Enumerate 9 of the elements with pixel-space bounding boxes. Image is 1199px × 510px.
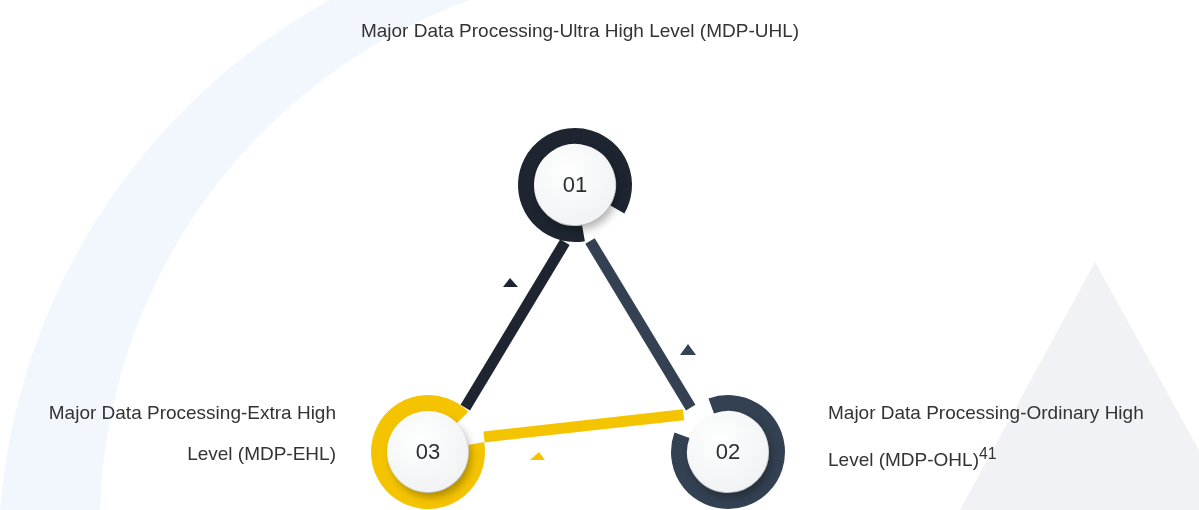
connector-bar <box>460 239 570 411</box>
connector-bar <box>585 238 696 411</box>
step-description: Major Data Processing-Ultra High Level (MDP-UHL) <box>359 19 801 43</box>
step-number: 02 <box>715 439 741 465</box>
step-number: 03 <box>415 439 441 465</box>
step-description: Major Data Processing-Extra High Level (MDP-EHL) <box>47 401 336 466</box>
connector-bar <box>483 409 685 443</box>
step-number: 01 <box>562 172 588 198</box>
step-description: Major Data Processing-Ordinary High Level (MDP-OHL)$^{41}$ <box>828 401 1145 473</box>
